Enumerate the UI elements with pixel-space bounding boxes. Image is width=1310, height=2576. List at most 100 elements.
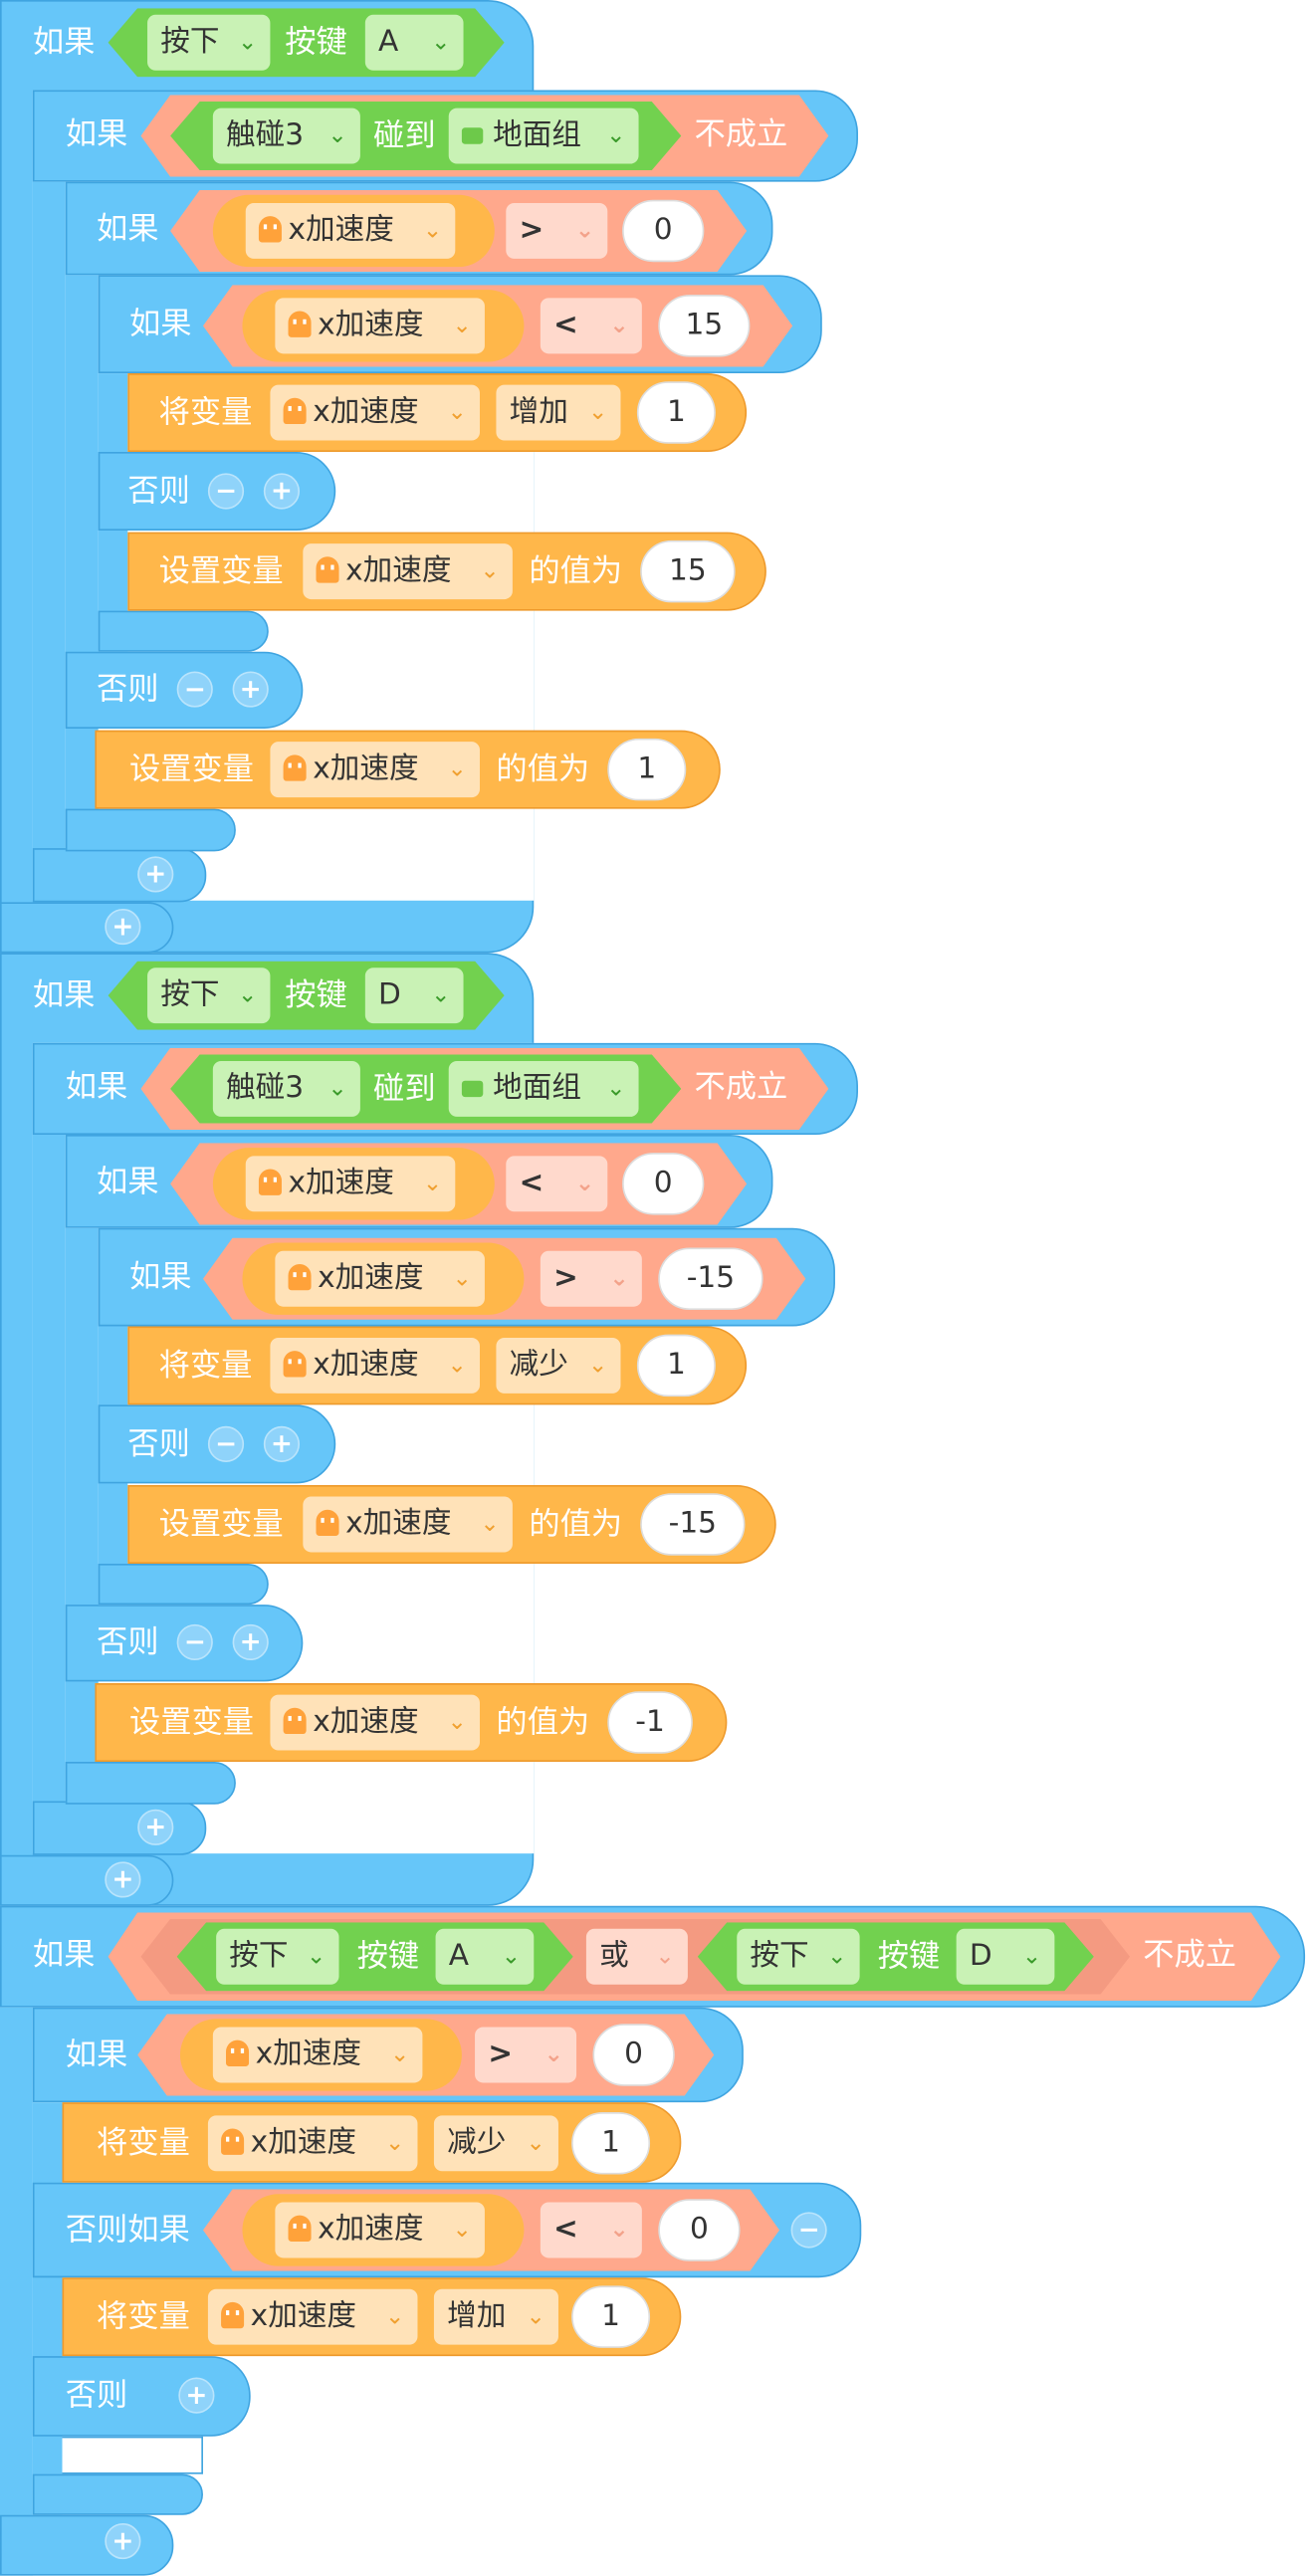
key-dropdown[interactable]: A⌄ (436, 1929, 535, 1985)
ghost-icon (283, 397, 307, 425)
plus-button[interactable]: + (105, 2522, 141, 2560)
number-input[interactable]: 1 (636, 381, 716, 444)
number-input[interactable]: 1 (571, 2285, 651, 2348)
number-input[interactable]: 1 (571, 2112, 651, 2175)
minus-button[interactable]: − (207, 1425, 245, 1462)
key-pressed-condition[interactable]: 按下⌄ 按键 A⌄ (177, 1922, 573, 1991)
number-input[interactable]: 0 (622, 1153, 704, 1215)
number-input[interactable]: 1 (636, 1334, 716, 1397)
var-dropdown[interactable]: x加速度⌄ (275, 2203, 485, 2258)
operator-dropdown[interactable]: <⌄ (541, 298, 642, 353)
chevron-down-icon: ⌄ (452, 313, 472, 339)
var-dropdown[interactable]: x加速度⌄ (270, 742, 480, 798)
var-dropdown[interactable]: x加速度⌄ (303, 1496, 513, 1553)
or-dropdown[interactable]: 或⌄ (586, 1929, 688, 1985)
key-dropdown[interactable]: A⌄ (365, 15, 464, 71)
operator-dropdown[interactable]: <⌄ (541, 2203, 642, 2258)
folder-icon (462, 127, 483, 143)
number-input[interactable]: -15 (640, 1493, 746, 1556)
group-dropdown[interactable]: 地面组⌄ (449, 108, 639, 164)
var-dropdown[interactable]: x加速度⌄ (275, 1251, 485, 1307)
chevron-down-icon: ⌄ (447, 399, 467, 426)
chevron-down-icon: ⌄ (422, 1171, 443, 1197)
press-dropdown[interactable]: 按下⌄ (737, 1929, 859, 1985)
chevron-down-icon: ⌄ (587, 1352, 608, 1380)
number-input[interactable]: -1 (607, 1691, 693, 1754)
number-input[interactable]: 15 (658, 295, 750, 357)
compare-condition[interactable]: x加速度⌄ >⌄ 0 (137, 2014, 714, 2095)
var-dropdown[interactable]: x加速度⌄ (275, 298, 485, 353)
plus-button[interactable]: + (232, 671, 269, 708)
change-variable-block[interactable]: 将变量 x加速度⌄ 增加⌄ 1 (127, 373, 748, 453)
set-variable-block[interactable]: 设置变量 x加速度⌄ 的值为 1 (95, 730, 721, 809)
compare-condition[interactable]: x加速度⌄ >⌄ 0 (170, 190, 747, 272)
set-label: 设置变量 (158, 1506, 284, 1543)
chevron-down-icon: ⌄ (431, 29, 451, 56)
press-dropdown[interactable]: 按下⌄ (147, 15, 270, 71)
var-dropdown[interactable]: x加速度⌄ (213, 2028, 423, 2083)
compare-condition[interactable]: x加速度⌄ <⌄ 0 (203, 2189, 779, 2270)
chevron-down-icon: ⌄ (574, 1171, 595, 1197)
plus-button[interactable]: + (105, 908, 141, 946)
number-input[interactable]: 0 (622, 200, 704, 263)
chevron-down-icon: ⌄ (447, 1352, 467, 1380)
group-dropdown[interactable]: 地面组⌄ (449, 1061, 639, 1117)
var-dropdown[interactable]: x加速度⌄ (246, 203, 456, 259)
compare-condition[interactable]: x加速度⌄ <⌄ 0 (170, 1143, 747, 1224)
var-dropdown[interactable]: x加速度⌄ (246, 1156, 456, 1211)
minus-button[interactable]: − (790, 2212, 827, 2249)
compare-condition[interactable]: x加速度⌄ >⌄ -15 (203, 1238, 805, 1320)
plus-button[interactable]: + (137, 1809, 174, 1845)
key-pressed-condition[interactable]: 按下⌄ 按键 D⌄ (698, 1922, 1094, 1991)
minus-button[interactable]: − (176, 671, 213, 708)
operator-dropdown[interactable]: >⌄ (475, 2028, 576, 2083)
key-pressed-condition[interactable]: 按下⌄ 按键 A⌄ (109, 8, 505, 77)
set-variable-block[interactable]: 设置变量 x加速度⌄ 的值为 -15 (127, 1485, 776, 1564)
compare-condition[interactable]: x加速度⌄ <⌄ 15 (203, 285, 792, 366)
sprite-dropdown[interactable]: 触碰3⌄ (213, 1061, 360, 1117)
touch-condition[interactable]: 触碰3⌄ 碰到 地面组⌄ (170, 1054, 681, 1123)
plus-button[interactable]: + (263, 473, 301, 510)
set-variable-block[interactable]: 设置变量 x加速度⌄ 的值为 15 (127, 532, 766, 611)
ghost-icon (259, 1170, 282, 1195)
operator-dropdown[interactable]: >⌄ (506, 203, 607, 259)
change-mode-dropdown[interactable]: 减少⌄ (496, 1337, 621, 1394)
key-dropdown[interactable]: D⌄ (957, 1929, 1055, 1985)
plus-button[interactable]: + (232, 1623, 269, 1661)
minus-button[interactable]: − (176, 1623, 213, 1661)
var-dropdown[interactable]: x加速度⌄ (270, 1694, 480, 1751)
number-input[interactable]: 1 (607, 738, 687, 801)
plus-button[interactable]: + (137, 856, 174, 893)
change-variable-block[interactable]: 将变量 x加速度⌄ 增加⌄ 1 (62, 2277, 682, 2357)
change-mode-dropdown[interactable]: 增加⌄ (433, 2288, 558, 2345)
var-dropdown[interactable]: x加速度⌄ (207, 2115, 418, 2172)
change-mode-dropdown[interactable]: 增加⌄ (496, 384, 621, 441)
chevron-down-icon: ⌄ (237, 29, 258, 56)
press-dropdown[interactable]: 按下⌄ (147, 967, 270, 1023)
operator-dropdown[interactable]: <⌄ (506, 1156, 607, 1211)
number-input[interactable]: 0 (592, 2024, 674, 2086)
number-input[interactable]: 0 (658, 2199, 740, 2261)
press-dropdown[interactable]: 按下⌄ (216, 1929, 338, 1985)
var-dropdown[interactable]: x加速度⌄ (270, 384, 480, 441)
var-dropdown[interactable]: x加速度⌄ (270, 1337, 480, 1394)
set-variable-block[interactable]: 设置变量 x加速度⌄ 的值为 -1 (95, 1683, 728, 1763)
change-variable-block[interactable]: 将变量 x加速度⌄ 减少⌄ 1 (127, 1326, 748, 1405)
key-dropdown[interactable]: D⌄ (365, 967, 464, 1023)
change-variable-block[interactable]: 将变量 x加速度⌄ 减少⌄ 1 (62, 2102, 682, 2183)
minus-button[interactable]: − (207, 473, 245, 510)
var-dropdown[interactable]: x加速度⌄ (303, 543, 513, 600)
chevron-down-icon: ⌄ (827, 1943, 847, 1970)
number-input[interactable]: 15 (640, 539, 736, 603)
plus-button[interactable]: + (263, 1425, 301, 1462)
sprite-dropdown[interactable]: 触碰3⌄ (213, 108, 360, 164)
plus-button[interactable]: + (105, 1861, 141, 1898)
operator-dropdown[interactable]: >⌄ (541, 1251, 642, 1307)
key-pressed-condition[interactable]: 按下⌄ 按键 D⌄ (109, 962, 505, 1030)
touch-condition[interactable]: 触碰3⌄ 碰到 地面组⌄ (170, 102, 681, 170)
change-mode-dropdown[interactable]: 减少⌄ (433, 2115, 558, 2172)
change-label: 将变量 (97, 2125, 190, 2162)
plus-button[interactable]: + (178, 2377, 215, 2414)
var-dropdown[interactable]: x加速度⌄ (207, 2288, 418, 2345)
number-input[interactable]: -15 (658, 1247, 763, 1310)
